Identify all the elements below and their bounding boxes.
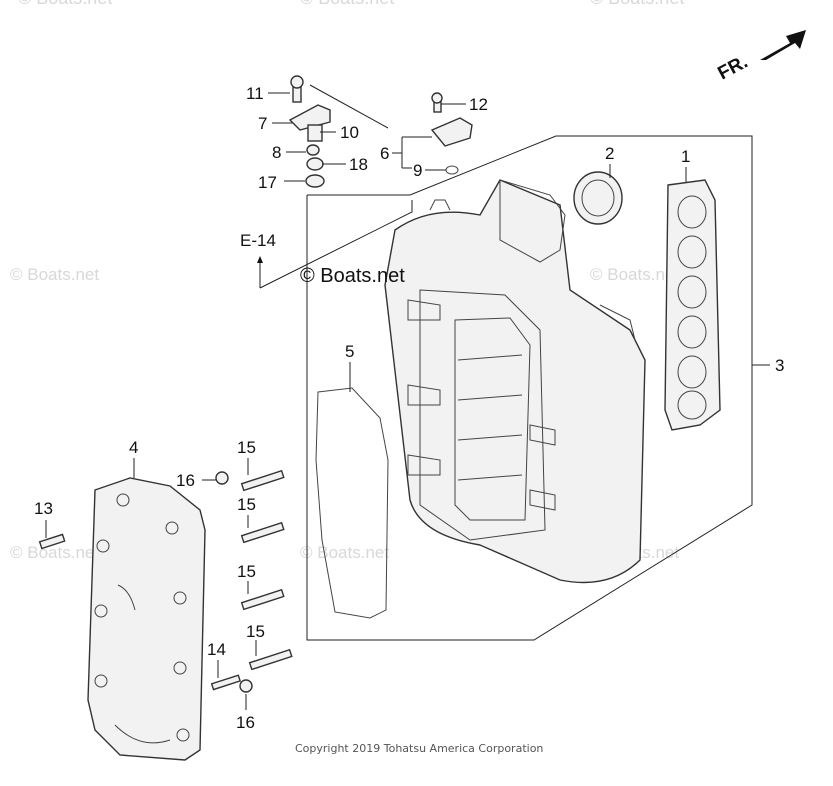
- watermark-top-left: © Boats.net: [18, 0, 112, 8]
- watermark-top-mid: © Boats.net: [300, 0, 394, 8]
- callout-10: 10: [340, 123, 359, 142]
- e14-label: E-14: [240, 231, 276, 250]
- callout-12: 12: [469, 95, 488, 114]
- callout-7: 7: [258, 114, 267, 133]
- callout-17: 17: [258, 173, 277, 192]
- seal-ring: [573, 171, 623, 225]
- callout-1: 1: [681, 147, 690, 166]
- cover-plate: [87, 477, 206, 761]
- fr-arrow-icon: [760, 30, 806, 60]
- callout-15b: 15: [237, 495, 256, 514]
- up-arrow-icon: [257, 256, 263, 263]
- callout-3: 3: [775, 356, 784, 375]
- watermark-right: © Boats.net: [590, 265, 679, 284]
- callout-4: 4: [129, 438, 138, 457]
- cover-gasket: [315, 387, 389, 619]
- port-gasket: [664, 179, 721, 431]
- callout-14: 14: [207, 640, 226, 659]
- callout-11: 11: [246, 84, 264, 103]
- callout-16b: 16: [236, 713, 255, 732]
- assembly-outline: [306, 135, 770, 641]
- watermark-left: © Boats.net: [10, 265, 99, 284]
- callout-2: 2: [605, 144, 614, 163]
- callout-8: 8: [272, 143, 281, 162]
- fasteners: [38, 469, 293, 693]
- watermark-low-mid: © Boats.net: [300, 543, 389, 562]
- forward-direction-indicator: FR.: [714, 30, 806, 84]
- leader-lines: [45, 92, 687, 710]
- center-watermark: © Boats.net: [300, 265, 405, 287]
- callout-15a: 15: [237, 438, 256, 457]
- fr-label: FR.: [714, 52, 751, 85]
- watermark-low-left: © Boats.net: [10, 543, 99, 562]
- callout-15d: 15: [246, 622, 265, 641]
- callout-18: 18: [349, 155, 368, 174]
- copyright-text: Copyright 2019 Tohatsu America Corporati…: [295, 742, 543, 755]
- e14-reference: E-14: [240, 200, 413, 289]
- callout-6: 6: [380, 144, 389, 163]
- callout-13: 13: [34, 499, 53, 518]
- callout-labels: 1 2 3 4 5 6 7 8 9 10 11 12 13 14 15 15 1…: [34, 84, 784, 732]
- callout-9: 9: [413, 161, 422, 180]
- sensor-hardware: [288, 75, 473, 188]
- watermark-top-right: © Boats.net: [590, 0, 684, 8]
- callout-5: 5: [345, 342, 354, 361]
- intake-manifold: [384, 179, 646, 584]
- callout-15c: 15: [237, 562, 256, 581]
- callout-16a: 16: [176, 471, 195, 490]
- watermarks: © Boats.net © Boats.net © Boats.net © Bo…: [10, 0, 684, 562]
